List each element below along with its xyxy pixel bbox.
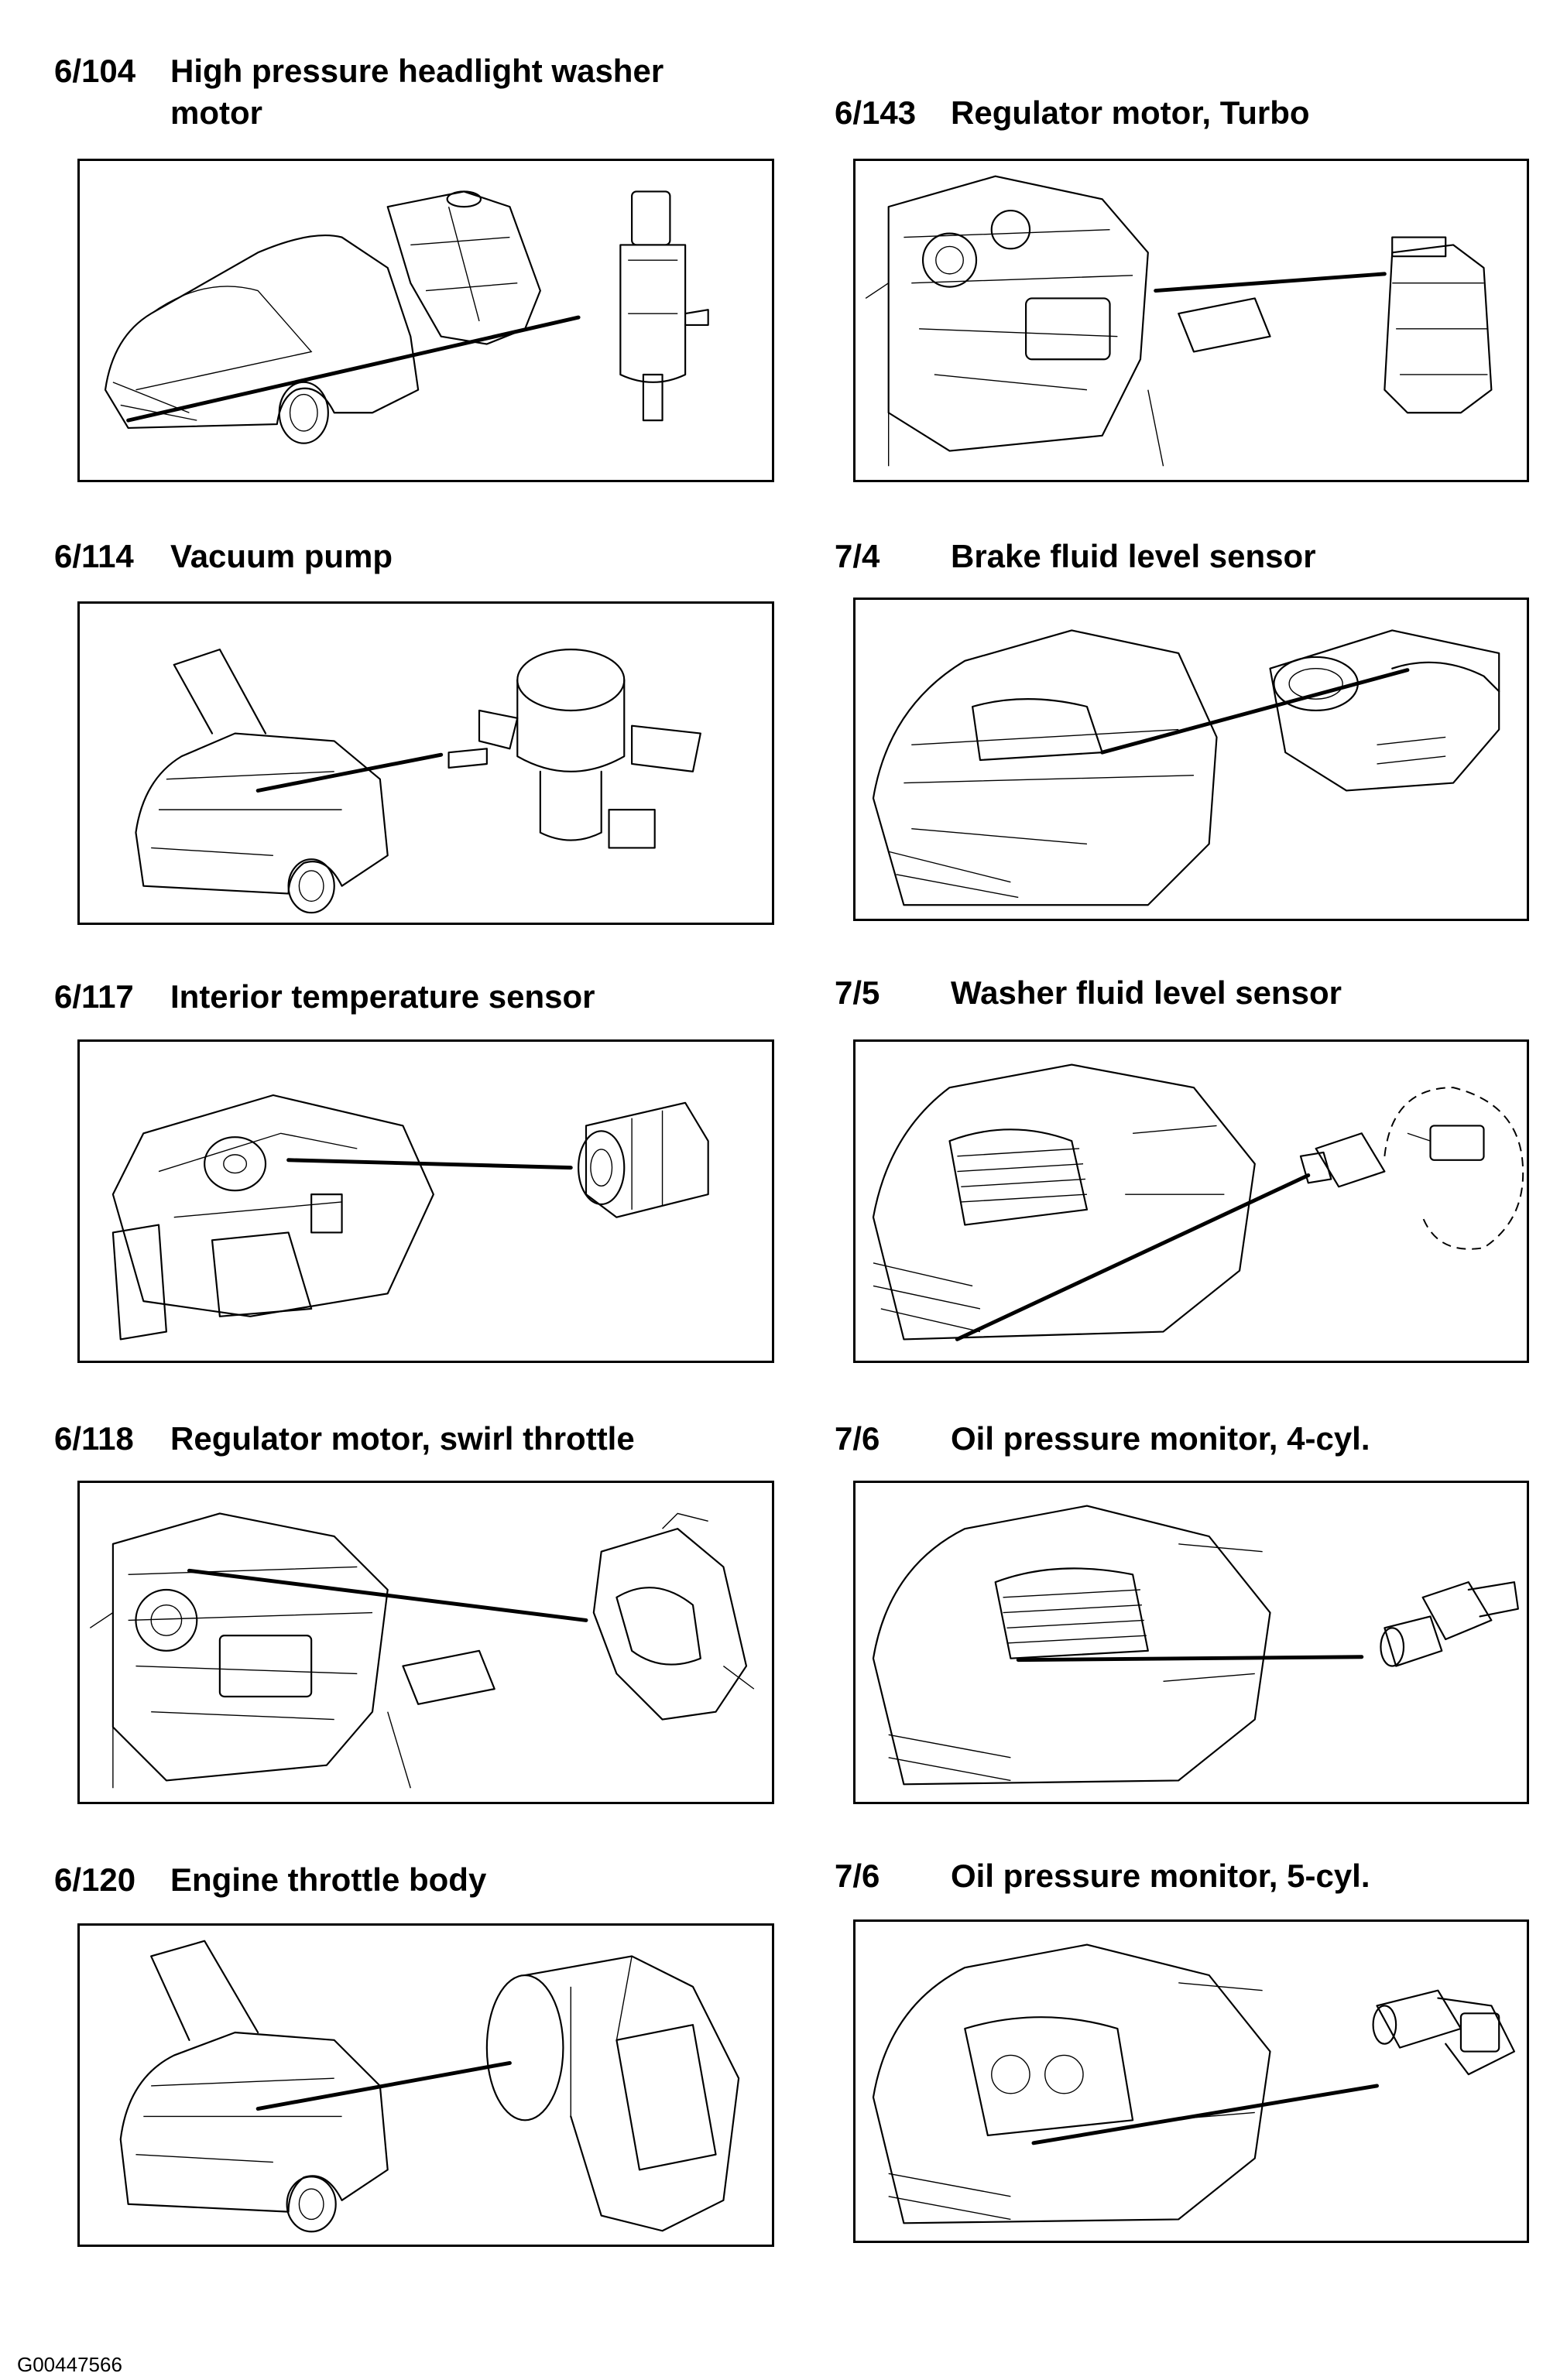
component-code: 6/143 bbox=[835, 94, 917, 131]
component-title: Interior temperature sensor bbox=[170, 978, 595, 1015]
item-heading: 6/104 High pressure headlight washer mot… bbox=[54, 51, 751, 136]
item-heading: 6/117 Interior temperature sensor bbox=[54, 977, 751, 1020]
component-code: 6/117 bbox=[54, 978, 134, 1015]
figure-id: G00447566 bbox=[17, 2353, 122, 2376]
component-title: Vacuum pump bbox=[170, 538, 393, 574]
item-heading: 7/6 Oil pressure monitor, 4-cyl. bbox=[835, 1419, 1531, 1462]
component-title: Brake fluid level sensor bbox=[951, 538, 1316, 574]
component-title: Oil pressure monitor, 5-cyl. bbox=[951, 1858, 1370, 1894]
component-code: 6/104 bbox=[54, 53, 136, 89]
swirl-throttle-regulator-motor-illustration bbox=[77, 1481, 774, 1804]
component-code: 6/120 bbox=[54, 1861, 136, 1898]
item-heading: 7/6 Oil pressure monitor, 5-cyl. bbox=[835, 1856, 1531, 1899]
item-heading: 6/118 Regulator motor, swirl throttle bbox=[54, 1419, 751, 1462]
component-code: 7/6 bbox=[835, 1420, 880, 1457]
component-code: 6/114 bbox=[54, 538, 134, 574]
vacuum-pump-illustration bbox=[77, 601, 774, 925]
regulator-motor-turbo-illustration bbox=[853, 159, 1529, 482]
component-code: 7/6 bbox=[835, 1858, 880, 1894]
component-code: 7/5 bbox=[835, 974, 880, 1011]
item-heading: 7/5 Washer fluid level sensor bbox=[835, 973, 1531, 1016]
engine-throttle-body-illustration bbox=[77, 1923, 774, 2247]
component-code: 7/4 bbox=[835, 538, 880, 574]
item-heading: 6/143 Regulator motor, Turbo bbox=[835, 93, 1531, 136]
component-title: Washer fluid level sensor bbox=[951, 974, 1342, 1011]
item-heading: 7/4 Brake fluid level sensor bbox=[835, 536, 1531, 580]
component-code: 6/118 bbox=[54, 1420, 134, 1457]
component-title: Oil pressure monitor, 4-cyl. bbox=[951, 1420, 1370, 1457]
component-title: Regulator motor, Turbo bbox=[951, 94, 1310, 131]
washer-fluid-level-sensor-illustration bbox=[853, 1039, 1529, 1363]
item-heading: 6/114 Vacuum pump bbox=[54, 536, 751, 580]
brake-fluid-level-sensor-illustration bbox=[853, 598, 1529, 921]
component-title-line2: motor bbox=[170, 94, 262, 131]
component-title: Regulator motor, swirl throttle bbox=[170, 1420, 635, 1457]
component-title: Engine throttle body bbox=[170, 1861, 487, 1898]
oil-pressure-monitor-5cyl-illustration bbox=[853, 1919, 1529, 2243]
component-title: High pressure headlight washer bbox=[170, 53, 664, 89]
item-heading: 6/120 Engine throttle body bbox=[54, 1860, 751, 1903]
interior-temperature-sensor-illustration bbox=[77, 1039, 774, 1363]
oil-pressure-monitor-4cyl-illustration bbox=[853, 1481, 1529, 1804]
headlight-washer-motor-illustration bbox=[77, 159, 774, 482]
